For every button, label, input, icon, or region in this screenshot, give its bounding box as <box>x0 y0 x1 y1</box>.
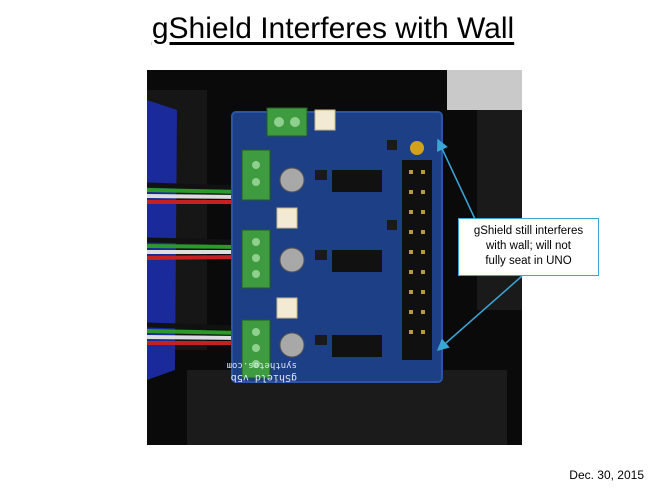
callout-box: gShield still interferes with wall; will… <box>458 218 599 276</box>
gshield-photo: gShield v5b synthetos.com <box>147 70 522 445</box>
header-pins <box>402 160 432 360</box>
trim-pots <box>276 109 336 319</box>
slide-date: Dec. 30, 2015 <box>569 468 644 482</box>
callout-line-1: gShield still interferes <box>473 225 584 237</box>
capacitors <box>279 167 305 358</box>
driver-chips <box>332 170 382 357</box>
board-label: gShield v5b <box>231 372 297 383</box>
reset-button <box>410 141 424 155</box>
slide-title: gShield Interferes with Wall <box>151 12 515 45</box>
callout-line-3: fully seat in UNO <box>485 255 572 267</box>
enclosure-wall-top <box>447 70 522 110</box>
enclosure-wall-right <box>477 110 522 310</box>
wires <box>147 182 243 345</box>
callout-line-2: with wall; will not <box>486 240 571 252</box>
board-site: synthetos.com <box>227 360 297 370</box>
